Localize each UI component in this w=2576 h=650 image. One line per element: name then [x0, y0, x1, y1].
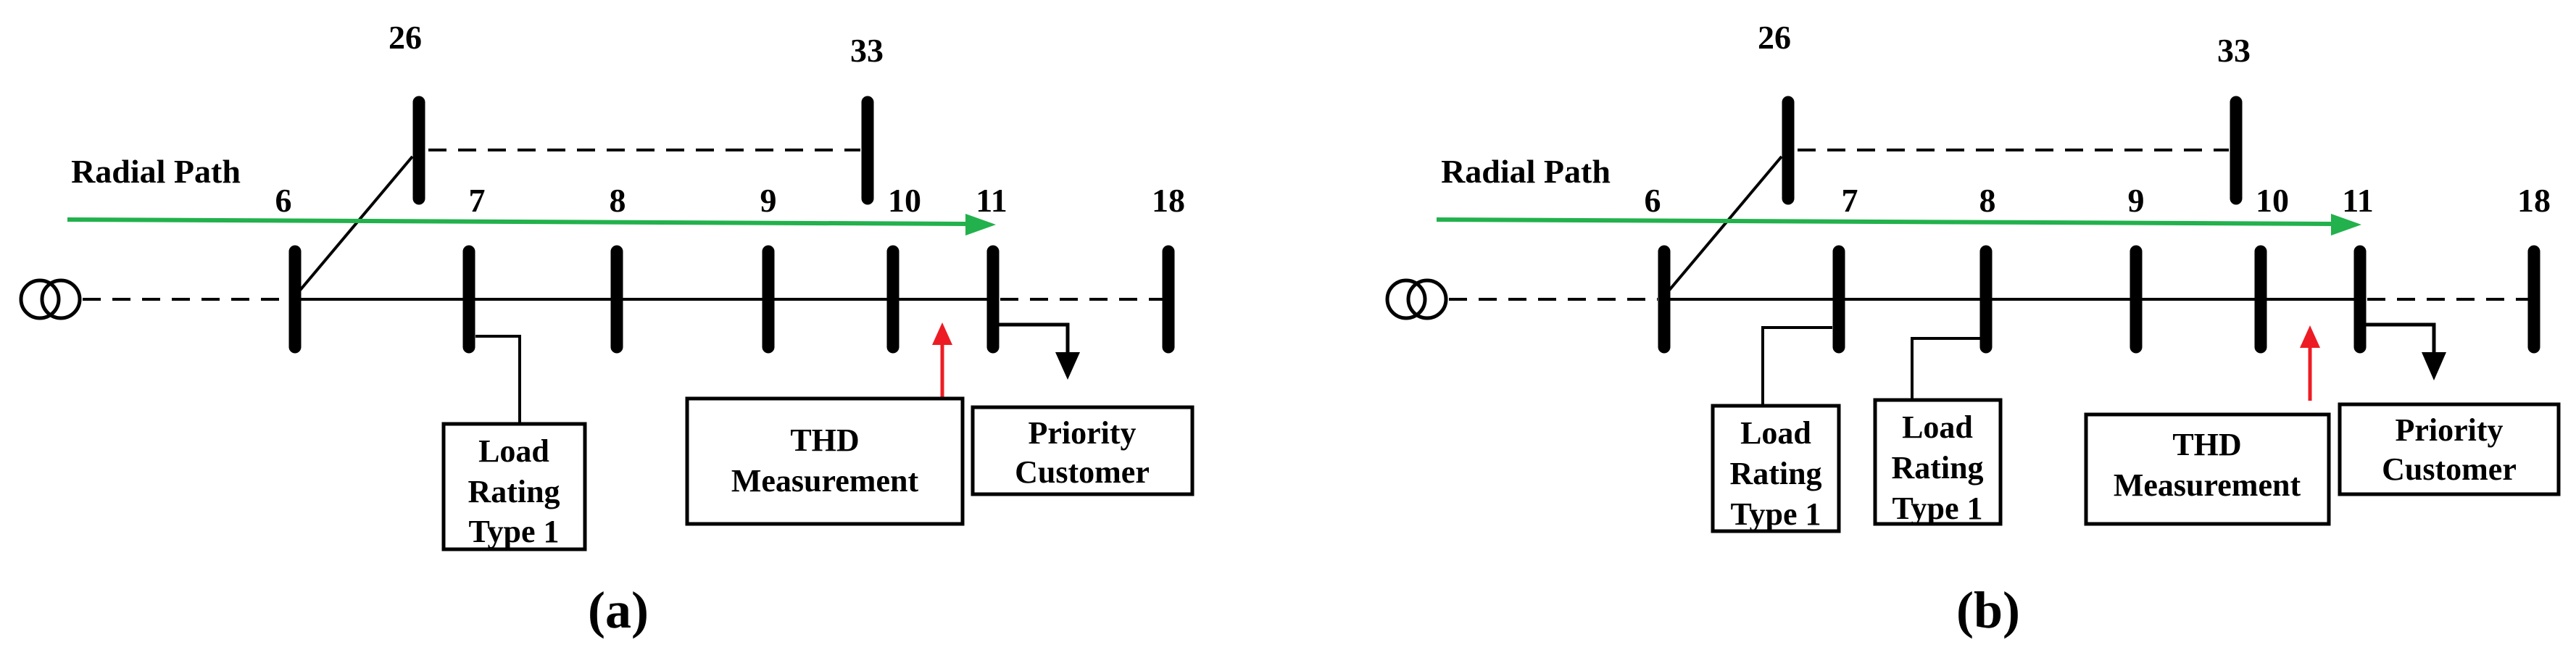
priority-customer-box	[971, 405, 1194, 496]
bus-label-8: 8	[610, 182, 626, 219]
priority-box-label: Customer	[2382, 451, 2517, 487]
load-rating-box-label: Load	[478, 433, 549, 469]
transformer-icon	[19, 278, 82, 320]
load-rating-box-label: Type 1	[1730, 496, 1821, 532]
bus-label-7: 7	[469, 182, 486, 219]
load-rating-box-label: Rating	[1891, 450, 1983, 486]
priority-customer-box	[2338, 402, 2561, 496]
load-rating-box	[441, 422, 587, 551]
thd-box-label: THD	[790, 422, 859, 458]
radial-path-arrow	[1436, 214, 2361, 236]
transformer-icon	[1385, 278, 1448, 320]
panel-b: Load Rating Type 1 Load Rating Type 1 TH…	[1385, 19, 2561, 639]
bus-label-33: 33	[2217, 32, 2251, 69]
thd-arrow	[2300, 325, 2320, 401]
bus-label-9: 9	[760, 182, 777, 219]
bus-label-6: 6	[1645, 182, 1661, 219]
load-rating-box-label: Rating	[1729, 456, 1821, 491]
priority-box-label: Priority	[1028, 415, 1136, 451]
load-rating-box-2	[1873, 398, 2003, 526]
panel-caption: (a)	[588, 581, 649, 639]
bus-label-11: 11	[976, 182, 1007, 219]
load-connector-bus8	[1911, 337, 1980, 399]
load-rating-box-1	[1711, 404, 1841, 533]
thd-measurement-box	[685, 396, 965, 526]
priority-customer-arrow	[2366, 322, 2446, 380]
priority-customer-arrow	[999, 322, 1080, 380]
load-rating-box-label: Load	[1902, 409, 1973, 445]
bus-label-7: 7	[1842, 182, 1858, 219]
thd-arrow	[932, 322, 952, 399]
bus-label-33: 33	[850, 32, 884, 69]
load-rating-box-label: Type 1	[468, 514, 559, 549]
load-rating-box-label: Rating	[468, 474, 560, 509]
bus-label-26: 26	[1758, 19, 1791, 56]
branch-line-6-26	[1666, 155, 1783, 294]
thd-box-label: Measurement	[2114, 467, 2301, 503]
bus-label-9: 9	[2128, 182, 2145, 219]
bus-label-6: 6	[275, 182, 292, 219]
thd-box-label: THD	[2172, 427, 2241, 462]
load-connector-bus7	[1761, 326, 1832, 405]
bus-label-10: 10	[2256, 182, 2289, 219]
bus-label-18: 18	[2517, 182, 2551, 219]
bus-label-18: 18	[1152, 182, 1185, 219]
panel-caption: (b)	[1956, 581, 2020, 639]
load-connector-bus7	[475, 335, 521, 423]
radial-path-label: Radial Path	[1441, 153, 1611, 190]
radial-path-arrow	[67, 214, 996, 236]
bus-label-11: 11	[2342, 182, 2373, 219]
load-rating-box-label: Type 1	[1892, 491, 1982, 526]
thd-box-label: Measurement	[731, 463, 919, 499]
priority-box-label: Customer	[1015, 454, 1150, 490]
priority-box-label: Priority	[2395, 412, 2503, 448]
load-rating-box-label: Load	[1740, 415, 1811, 451]
radial-path-label: Radial Path	[71, 153, 241, 190]
branch-line-6-26	[296, 155, 414, 294]
bus-label-26: 26	[389, 19, 422, 56]
panel-a: Load Rating Type 1 THD Measurement Prior…	[19, 19, 1194, 639]
bus-label-10: 10	[888, 182, 921, 219]
bus-label-8: 8	[1979, 182, 1996, 219]
thd-measurement-box	[2084, 412, 2331, 526]
